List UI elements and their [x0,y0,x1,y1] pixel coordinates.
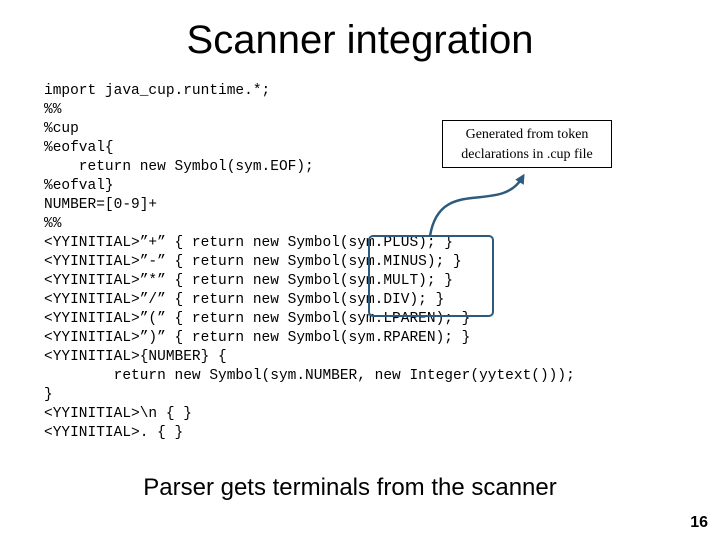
code-line: <YYINITIAL>{NUMBER} { [44,349,227,365]
callout-line: Generated from token [465,127,589,142]
code-line: import java_cup.runtime.*; [44,83,271,99]
slide-caption: Parser gets terminals from the scanner [143,474,557,501]
callout-box: Generated from token declarations in .cu… [442,120,612,168]
code-line: %% [44,216,62,232]
code-line: <YYINITIAL>”/” { return new Symbol(sym.D… [44,292,445,308]
code-line: <YYINITIAL>”-” { return new Symbol(sym.M… [44,254,462,270]
code-line: %eofval} [44,178,114,194]
code-line: %eofval{ [44,140,114,156]
code-line: NUMBER=[0-9]+ [44,197,158,213]
code-line: } [44,387,53,403]
code-line: %cup [44,121,79,137]
slide-title: Scanner integration [186,18,534,62]
code-line: <YYINITIAL>. { } [44,425,184,441]
callout-line: declarations in .cup file [461,147,593,162]
code-line: return new Symbol(sym.NUMBER, new Intege… [44,368,575,384]
code-line: return new Symbol(sym.EOF); [44,159,314,175]
code-line: <YYINITIAL>”+” { return new Symbol(sym.P… [44,235,453,251]
code-line: <YYINITIAL>”(” { return new Symbol(sym.L… [44,311,471,327]
page-number: 16 [690,514,708,531]
code-line: <YYINITIAL>”)” { return new Symbol(sym.R… [44,330,471,346]
code-line: %% [44,102,62,118]
code-line: <YYINITIAL>”*” { return new Symbol(sym.M… [44,273,453,289]
code-line: <YYINITIAL>\n { } [44,406,192,422]
